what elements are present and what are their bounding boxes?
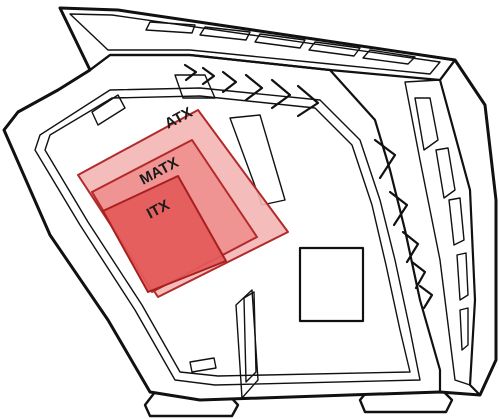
rear-cutout (298, 246, 365, 323)
itx-outline (102, 175, 227, 293)
form-factor-group: ATX MATX ITX (77, 104, 289, 298)
chevron-arrows-top (183, 63, 320, 118)
motherboard-tray (2, 53, 442, 402)
right-panel (404, 58, 498, 397)
